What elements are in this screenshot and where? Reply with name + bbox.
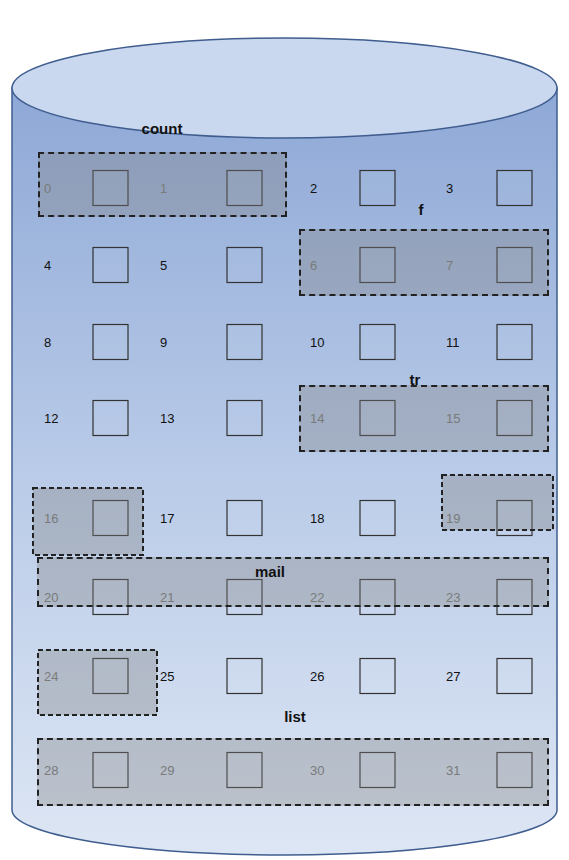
file-extent: mail [37, 557, 549, 607]
block-number: 13 [160, 411, 174, 426]
block-number: 22 [310, 590, 324, 605]
file-name: tr [410, 371, 421, 388]
block-number: 21 [160, 590, 174, 605]
cylinder-top [12, 38, 557, 138]
block-number: 17 [160, 511, 174, 526]
block-square [360, 171, 395, 206]
file-extent: list [37, 738, 549, 806]
extent-box [33, 488, 143, 555]
block-square [497, 325, 532, 360]
block-number: 26 [310, 669, 324, 684]
file-name: count [142, 120, 183, 137]
block-square [360, 325, 395, 360]
block-square [93, 248, 128, 283]
block-number: 11 [446, 335, 460, 350]
block-square [360, 659, 395, 694]
block-number: 30 [310, 763, 324, 778]
block-square [360, 501, 395, 536]
block-number: 27 [446, 669, 460, 684]
block-square [227, 659, 262, 694]
block-number: 29 [160, 763, 174, 778]
block-number: 31 [446, 763, 460, 778]
block-square [497, 171, 532, 206]
block-square [227, 248, 262, 283]
file-name: f [419, 201, 424, 218]
block-number: 14 [310, 411, 324, 426]
block-number: 10 [310, 335, 324, 350]
file-extent: tr [299, 385, 549, 452]
extent-box [38, 650, 157, 715]
block-square [227, 501, 262, 536]
block-number: 16 [44, 511, 58, 526]
block-square [93, 401, 128, 436]
block-number: 9 [160, 335, 167, 350]
cylinder-body [12, 88, 557, 855]
block-square [227, 401, 262, 436]
block-number: 8 [44, 335, 51, 350]
block-number: 3 [446, 181, 453, 196]
file-name: list [284, 708, 306, 725]
block-number: 15 [446, 411, 460, 426]
file-name: mail [255, 563, 285, 580]
file-extent: f [299, 229, 549, 296]
block-number: 7 [446, 258, 453, 273]
block-number: 24 [44, 669, 58, 684]
block-number: 4 [44, 258, 51, 273]
block-number: 18 [310, 511, 324, 526]
block-number: 12 [44, 411, 58, 426]
block-number: 28 [44, 763, 58, 778]
block-number: 20 [44, 590, 58, 605]
block-number: 25 [160, 669, 174, 684]
block-square [227, 325, 262, 360]
block-square [497, 659, 532, 694]
block-square [93, 325, 128, 360]
block-number: 19 [446, 511, 460, 526]
block-number: 5 [160, 258, 167, 273]
extent-box [442, 475, 553, 530]
block-number: 23 [446, 590, 460, 605]
extent-boxes [33, 475, 553, 715]
block-number: 1 [160, 181, 167, 196]
block-number: 2 [310, 181, 317, 196]
block-number: 6 [310, 258, 317, 273]
block-number: 0 [44, 181, 51, 196]
